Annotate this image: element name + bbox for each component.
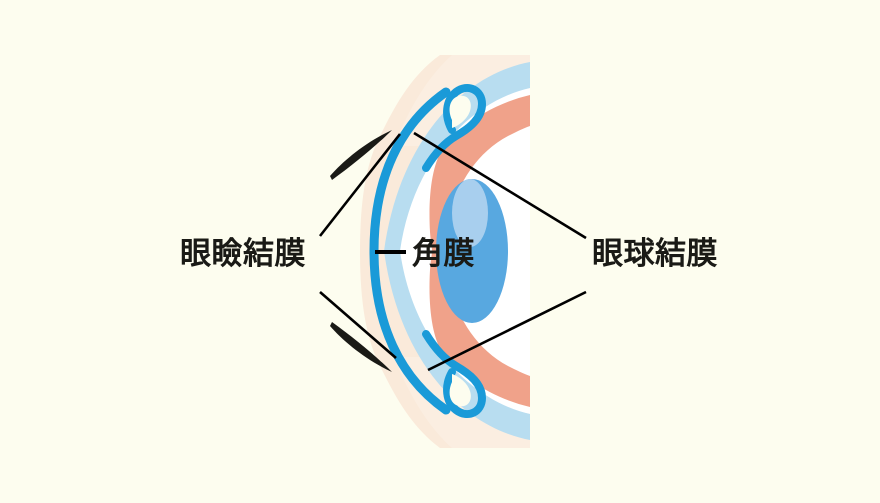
cornea-arc <box>369 87 451 415</box>
leader-line-right-lower <box>427 290 587 372</box>
leader-line-left-upper <box>318 133 402 237</box>
lens <box>436 179 508 323</box>
lens-highlight <box>452 179 488 247</box>
label-bulbar-conjunctiva: 眼球結膜 <box>592 236 718 272</box>
lower-conjunctival-fold <box>422 330 487 418</box>
upper-eyelash <box>330 130 392 180</box>
sclera-band <box>384 62 530 440</box>
label-palpebral-conjunctiva: 眼瞼結膜 <box>180 236 306 272</box>
leader-line-right-upper <box>413 131 587 240</box>
muscle-tissue <box>429 95 530 407</box>
lower-muscle <box>429 214 530 407</box>
upper-muscle <box>429 95 530 288</box>
leader-line-left-lower <box>319 291 397 359</box>
upper-conjunctival-fold <box>422 84 487 172</box>
label-cornea: 角膜 <box>412 236 475 272</box>
lower-eyelash <box>330 322 392 372</box>
